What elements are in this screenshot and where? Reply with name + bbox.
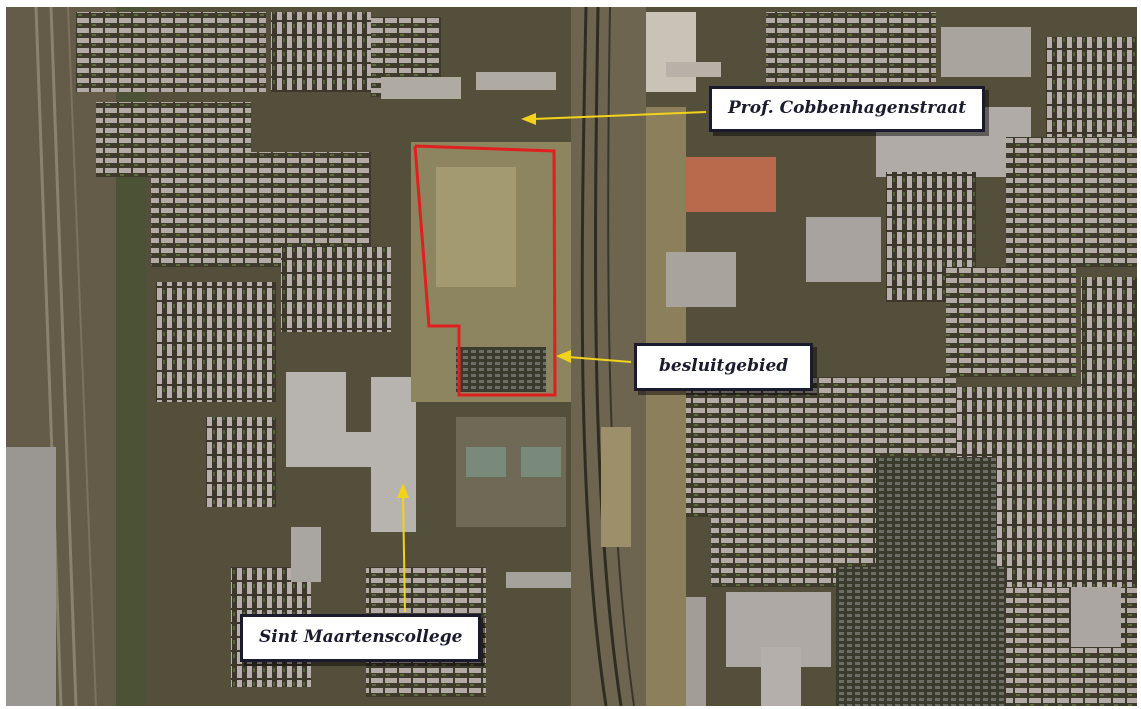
decision-area-label: besluitgebied (634, 343, 814, 391)
school-building (286, 372, 416, 582)
aerial-map[interactable]: Prof. Cobbenhagenstraat besluitgebied Si… (6, 7, 1137, 706)
residential-blocks-east (686, 12, 1137, 706)
school-label: Sint Maartenscollege (240, 614, 482, 662)
railway-corridor-center (571, 7, 646, 706)
decision-area-ground (411, 142, 571, 527)
buildings-north (381, 12, 721, 99)
residential-blocks-west (76, 12, 486, 697)
red-roof-building (686, 157, 776, 212)
decision-area-boundary (413, 144, 557, 397)
street-label: Prof. Cobbenhagenstraat (709, 86, 986, 132)
callout-arrows (397, 111, 707, 613)
